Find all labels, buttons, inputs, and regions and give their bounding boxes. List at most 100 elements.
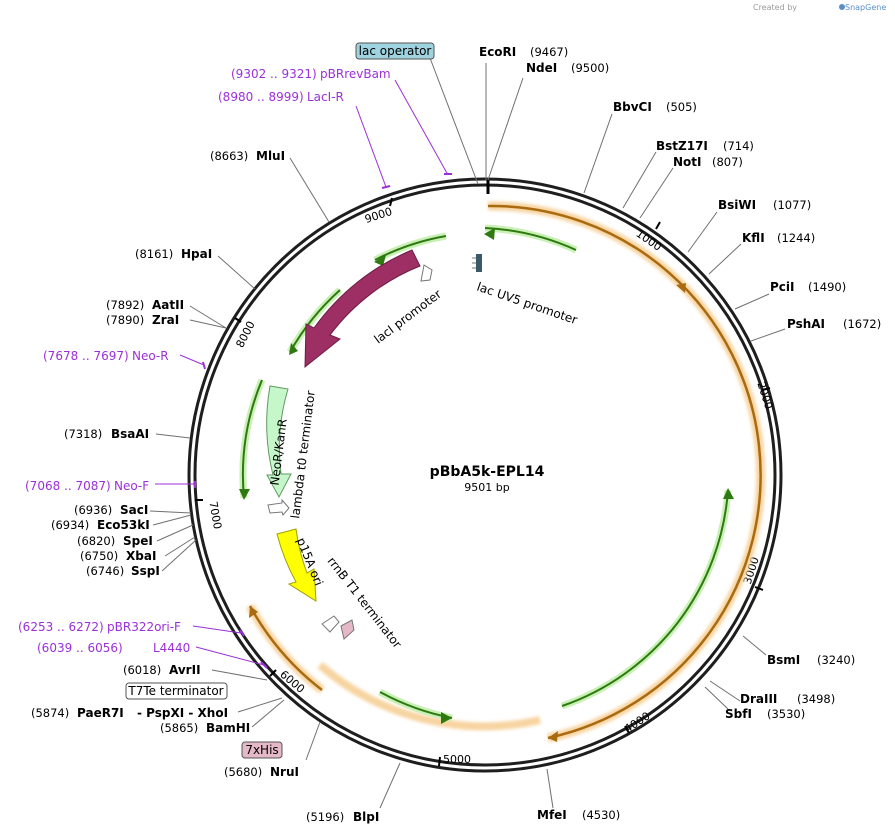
primer-name: L4440 — [153, 641, 190, 655]
tick-mark — [624, 725, 630, 734]
enzyme-ZraI[interactable]: (7890) ZraI — [106, 313, 179, 327]
enzyme-name: SspI — [131, 564, 160, 578]
lacI-promoter-label: lacI promoter — [371, 287, 444, 347]
enzyme-SacI[interactable]: (6936) SacI — [74, 503, 148, 517]
lac-operator-label: lac operator — [359, 44, 432, 58]
lac-uv5-label: lac UV5 promoter — [475, 280, 579, 328]
enzyme-name: MfeI — [537, 808, 567, 822]
enzyme-pos: (8161) — [135, 247, 173, 261]
enzyme-KflI[interactable]: KflI (1244) — [742, 231, 815, 245]
lambda-t0-label: lambda t0 terminator — [288, 390, 318, 520]
enzyme-name: AvrII — [169, 663, 201, 677]
enzyme-PciI[interactable]: PciI (1490) — [770, 280, 846, 294]
tick-mark — [269, 669, 277, 677]
tick-mark — [234, 317, 242, 323]
boxed-feature-t7te[interactable]: T7Te terminator — [125, 682, 228, 700]
enzyme-name: NotI — [673, 155, 702, 169]
enzyme-pos: (7890) — [106, 313, 144, 327]
primer-range: (8980 .. 8999) — [218, 90, 304, 104]
enzyme-BstZ17I[interactable]: BstZ17I (714) — [656, 139, 754, 153]
primer-Neo-R[interactable]: (7678 .. 7697) Neo-R — [43, 349, 169, 363]
enzyme-NotI[interactable]: NotI (807) — [673, 155, 743, 169]
backbone-outer-ring — [187, 177, 783, 773]
enzyme-SpeI[interactable]: (6820) SpeI — [77, 534, 153, 548]
enzyme-name: PciI — [770, 280, 795, 294]
enzyme-BsiWI[interactable]: BsiWI (1077) — [718, 198, 811, 212]
enzyme-name: MluI — [256, 149, 285, 163]
primer-L4440[interactable]: (6039 .. 6056) L4440 — [37, 641, 190, 655]
primer-LacI-R[interactable]: (8980 .. 8999) LacI-R — [218, 90, 344, 104]
enzyme-NruI[interactable]: (5680) NruI — [224, 765, 299, 779]
plasmid-length: 9501 bp — [464, 481, 509, 494]
orf-arcs — [239, 201, 766, 743]
orf-arc-orange-1 — [487, 204, 762, 740]
enzyme-name: HpaI — [181, 247, 212, 261]
enzyme-name: PshAI — [787, 317, 825, 331]
t7te-box — [125, 682, 228, 700]
enzyme-pos: (5680) — [224, 765, 262, 779]
enzyme-name: SbfI — [725, 707, 752, 721]
enzyme-name: BsmI — [767, 653, 800, 667]
enzyme-PshAI[interactable]: PshAI (1672) — [787, 317, 881, 331]
enzyme-Eco53kI[interactable]: (6934) Eco53kI — [51, 518, 150, 532]
tick-mark — [438, 756, 441, 767]
boxed-feature-7xhis[interactable]: 7xHis — [241, 741, 283, 759]
enzyme-pos: (714) — [723, 139, 754, 153]
boxed-feature-lac-operator[interactable]: lac operator — [355, 42, 435, 60]
enzyme-BlpI[interactable]: (5196) BlpI — [306, 810, 379, 824]
primer-pBR322ori-F[interactable]: (6253 .. 6272) pBR322ori-F — [18, 620, 181, 634]
primer-pBRrevBam[interactable]: (9302 .. 9321) pBRrevBam — [231, 67, 391, 81]
enzyme-DraIII[interactable]: DraIII (3498) — [740, 692, 835, 706]
enzyme-name: DraIII — [740, 692, 777, 706]
enzyme-labels: EcoRI (9467) NdeI (9500) BbvCI (505) Bst… — [31, 45, 881, 824]
enzyme-MfeI[interactable]: MfeI (4530) — [537, 808, 620, 822]
enzyme-HpaI[interactable]: (8161) HpaI — [135, 247, 212, 261]
enzyme-AatII[interactable]: (7892) AatII — [106, 298, 184, 312]
enzyme-SspI[interactable]: (6746) SspI — [86, 564, 160, 578]
enzyme-name: BamHI — [206, 721, 250, 735]
orf-arrowhead — [441, 712, 452, 724]
orf-arrowhead — [289, 343, 298, 355]
tick-mark — [655, 221, 661, 230]
neor-feature[interactable] — [266, 385, 292, 499]
credit-text: Created by — [753, 3, 797, 12]
enzyme-name: NdeI — [526, 61, 557, 75]
enzyme-pos: (1490) — [808, 280, 846, 294]
enzyme-BamHI[interactable]: (5865) BamHI — [160, 721, 250, 735]
primer-range: (7678 .. 7697) — [43, 349, 129, 363]
primer-Neo-F[interactable]: (7068 .. 7087) Neo-F — [25, 479, 149, 493]
enzyme-pos: (9500) — [571, 61, 609, 75]
lac-operator-box — [355, 42, 435, 60]
enzyme-pos: (3530) — [767, 707, 805, 721]
enzyme-BbvCI[interactable]: BbvCI (505) — [613, 100, 697, 114]
tick-label-4000: 4000 — [622, 709, 653, 735]
backbone-inner-ring — [193, 183, 777, 767]
enzyme-AvrII[interactable]: (6018) AvrII — [123, 663, 201, 677]
7xhis-label: 7xHis — [245, 743, 278, 757]
backbone — [187, 177, 783, 773]
p15a-ori-feature[interactable] — [276, 528, 317, 602]
enzyme-PaeR7I[interactable]: (5874) PaeR7I - PspXI - XhoI — [31, 706, 228, 720]
credit-brand: SnapGene — [845, 3, 886, 12]
enzyme-NdeI[interactable]: NdeI (9500) — [526, 61, 609, 75]
primer-labels: (9302 .. 9321) pBRrevBam (8980 .. 8999) … — [18, 67, 391, 655]
lacI-feature[interactable] — [304, 249, 421, 369]
enzyme-pos: (505) — [666, 100, 697, 114]
orf-arrowhead — [374, 255, 386, 266]
enzyme-name: SpeI — [123, 534, 153, 548]
enzyme-name: BlpI — [353, 810, 379, 824]
primer-range: (6253 .. 6272) — [18, 620, 104, 634]
t7te-label: T7Te terminator — [127, 684, 223, 698]
enzyme-pos: (6750) — [80, 549, 118, 563]
enzyme-EcoRI[interactable]: EcoRI (9467) — [479, 45, 568, 59]
enzyme-extra: - PspXI - XhoI — [137, 706, 228, 720]
enzyme-BsaAI[interactable]: (7318) BsaAI — [64, 427, 149, 441]
enzyme-pos: (1672) — [843, 317, 881, 331]
enzyme-name: SacI — [120, 503, 148, 517]
enzyme-BsmI[interactable]: BsmI (3240) — [767, 653, 855, 667]
enzyme-SbfI[interactable]: SbfI (3530) — [725, 707, 805, 721]
enzyme-MluI[interactable]: (8663) MluI — [210, 149, 285, 163]
primer-name: Neo-F — [114, 479, 149, 493]
enzyme-XbaI[interactable]: (6750) XbaI — [80, 549, 156, 563]
primer-name: pBR322ori-F — [107, 620, 181, 634]
